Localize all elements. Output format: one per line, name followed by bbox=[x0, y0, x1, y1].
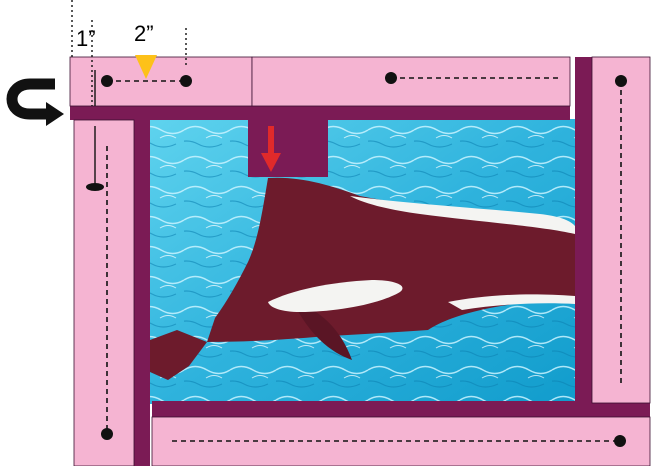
u-turn-arrow-icon bbox=[12, 84, 64, 126]
dot-left-bottom bbox=[101, 428, 113, 440]
measure-label-1: 1” bbox=[76, 26, 96, 51]
measure-label-2: 2” bbox=[134, 21, 154, 46]
dot-top-left-end bbox=[180, 75, 192, 87]
dot-bottom-right bbox=[614, 435, 626, 447]
inner-strip-bottom bbox=[152, 401, 650, 417]
inner-strip-right bbox=[575, 57, 592, 403]
inner-strip-left bbox=[134, 120, 150, 466]
inner-strip-top bbox=[70, 106, 570, 120]
dot-left-start bbox=[86, 183, 104, 191]
notch-block bbox=[248, 119, 328, 177]
left-strip bbox=[74, 120, 134, 466]
dot-right-top bbox=[615, 75, 627, 87]
top-strip-right bbox=[252, 57, 570, 106]
dot-top-right bbox=[385, 72, 397, 84]
dot-top-left-start bbox=[101, 75, 113, 87]
